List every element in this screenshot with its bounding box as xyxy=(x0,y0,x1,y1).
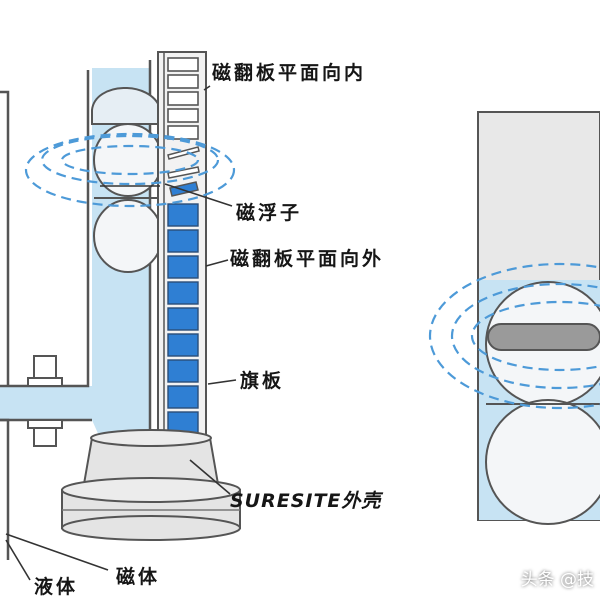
white-flap xyxy=(167,74,199,89)
base-flange-top xyxy=(61,477,241,503)
float-ball-lower xyxy=(93,199,163,273)
blue-flap xyxy=(167,255,199,279)
white-flap-group xyxy=(167,57,199,140)
detail-magnet-bar xyxy=(487,323,600,351)
label-liquid: 液体 xyxy=(34,576,79,598)
field-lines-left xyxy=(24,132,236,208)
blue-flap xyxy=(167,229,199,253)
label-flap-outward: 磁翻板平面向外 xyxy=(230,248,385,270)
pipe-flange-top-cap xyxy=(27,377,63,387)
label-magnet: 磁体 xyxy=(116,566,161,588)
white-flap xyxy=(167,91,199,106)
leader-lines xyxy=(5,85,237,581)
white-flap xyxy=(167,57,199,72)
label-flag: 旗板 xyxy=(240,370,285,392)
pipe-flange-bottom-cap xyxy=(27,419,63,429)
indicator-column xyxy=(157,51,207,461)
blue-flap xyxy=(167,307,199,331)
detail-float-lower xyxy=(485,399,600,525)
chamber-assembly xyxy=(0,60,163,560)
blue-flap xyxy=(167,359,199,383)
blue-flap xyxy=(167,281,199,305)
blue-flap xyxy=(167,203,199,227)
base-flange-bottom xyxy=(61,515,241,541)
field-lines-right xyxy=(428,262,600,410)
tilted-flap-group xyxy=(167,146,200,197)
blue-flap xyxy=(167,385,199,409)
tilted-flap xyxy=(169,181,199,197)
white-flap xyxy=(167,108,199,123)
vessel-wall xyxy=(0,90,10,560)
gauge-base xyxy=(61,429,241,541)
detail-view xyxy=(428,111,600,525)
tilted-flap xyxy=(167,166,200,179)
blue-flap xyxy=(167,333,199,357)
watermark: 头条 @技 xyxy=(520,570,594,590)
liquid-in-pipe xyxy=(0,386,100,420)
label-flap-inward: 磁翻板平面向内 xyxy=(212,62,367,84)
label-shell: SURESITE外壳 xyxy=(230,490,382,512)
label-float: 磁浮子 xyxy=(236,202,303,224)
tilted-flap xyxy=(167,146,200,160)
base-neck-top xyxy=(90,429,212,447)
